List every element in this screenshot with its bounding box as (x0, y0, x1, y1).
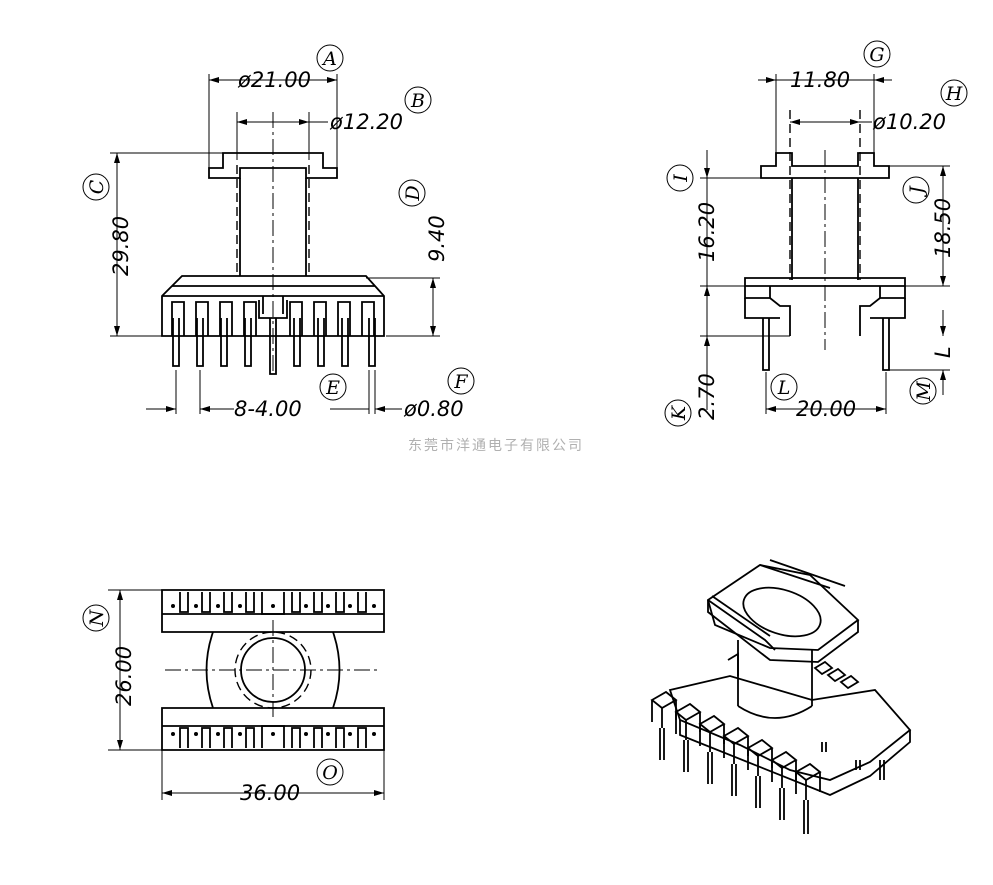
dim-pin-text: ø0.80 (403, 397, 464, 421)
label-b-callout: B (404, 86, 432, 114)
svg-text:B: B (410, 90, 425, 112)
label-i-callout: I (666, 164, 694, 192)
svg-text:J: J (906, 185, 928, 198)
label-g-callout: G (863, 40, 891, 68)
label-k-callout: K (664, 399, 692, 427)
dim-bore-text: ø10.20 (872, 110, 946, 134)
label-f-callout: F (447, 367, 475, 395)
svg-text:A: A (321, 48, 337, 70)
watermark-text: 东莞市洋通电子有限公司 (408, 437, 584, 454)
dim-16-text: 16.20 (695, 202, 719, 262)
label-e-callout: E (319, 373, 347, 401)
svg-text:D: D (402, 185, 424, 201)
dim-18-text: 18.50 (931, 198, 955, 258)
side-pin-right (882, 318, 890, 371)
svg-text:K: K (668, 404, 690, 421)
svg-text:O: O (322, 762, 338, 784)
dim-a-text: ø21.00 (237, 68, 311, 92)
svg-text:F: F (453, 371, 468, 393)
dim-l-text: L (931, 346, 955, 358)
dim-span-text: 20.00 (796, 397, 856, 421)
side-view: 11.80 ø10.20 16.20 18.50 2.70 L 20.00 G … (664, 40, 968, 427)
front-view: ø21.00 ø12.20 29.80 9.40 8-4.00 ø0.80 A … (82, 44, 475, 421)
dim-b-text: ø12.20 (329, 110, 403, 134)
dim-width-text: 36.00 (240, 781, 300, 805)
svg-text:I: I (670, 174, 692, 183)
svg-text:E: E (325, 377, 340, 399)
label-n-callout: N (82, 604, 110, 632)
label-h-callout: H (940, 79, 968, 107)
dim-top-text: 11.80 (790, 68, 850, 92)
svg-text:M: M (913, 381, 935, 402)
top-view: 26.00 36.00 N O (82, 589, 385, 805)
dim-pitch-text: 8-4.00 (234, 397, 302, 421)
label-l-callout: L (770, 373, 798, 401)
label-j-callout: J (902, 176, 930, 204)
svg-text:G: G (869, 44, 884, 66)
dim-pin-len-text: 2.70 (695, 373, 719, 420)
isometric-view (650, 559, 912, 834)
front-pins (172, 318, 376, 375)
iso-flange (706, 564, 860, 651)
svg-text:C: C (86, 179, 108, 194)
svg-text:L: L (777, 377, 791, 399)
dim-height-text: 29.80 (109, 216, 133, 276)
iso-pins (659, 728, 885, 834)
label-c-callout: C (82, 173, 110, 201)
label-d-callout: D (398, 179, 426, 207)
side-pin-left (762, 318, 770, 371)
svg-text:H: H (945, 83, 963, 105)
iso-base (668, 675, 912, 781)
label-m-callout: M (909, 377, 937, 405)
dim-depth-text: 26.00 (112, 646, 136, 706)
label-o-callout: O (316, 758, 344, 786)
label-a-callout: A (316, 44, 344, 72)
svg-text:N: N (86, 608, 108, 627)
dim-base-text: 9.40 (425, 215, 449, 262)
